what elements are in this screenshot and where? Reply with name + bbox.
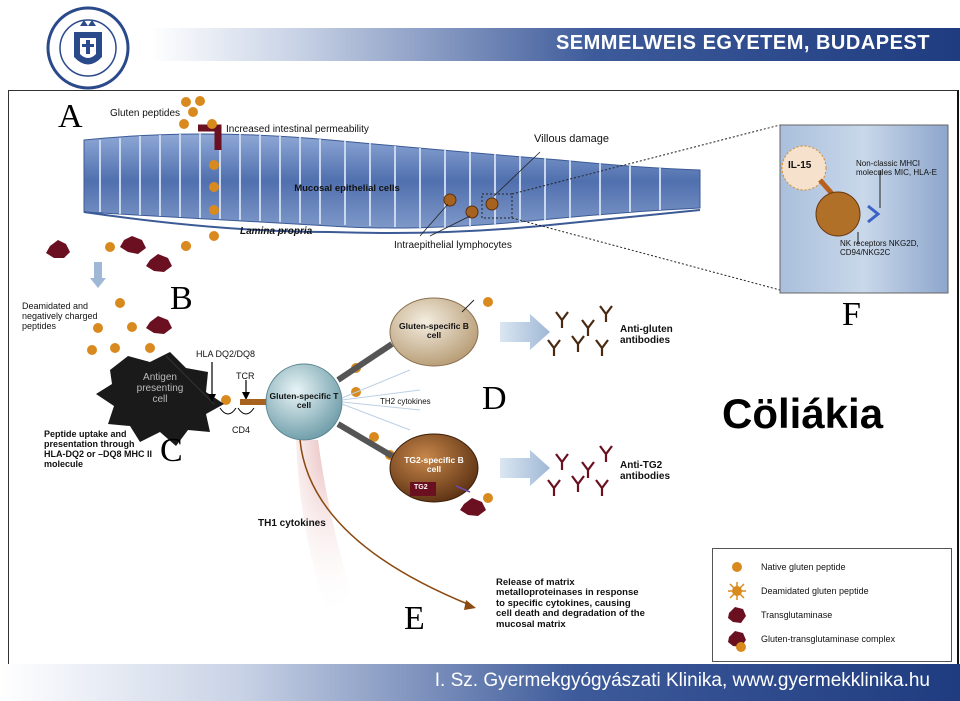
cd4-label: CD4	[232, 425, 251, 435]
il15-label: IL-15	[788, 160, 812, 171]
t-cell-label: Gluten-specific T cell	[269, 391, 339, 411]
anti-tg2-label: Anti-TG2 antibodies	[620, 460, 671, 482]
epithelium-layer	[83, 133, 701, 234]
gluten-b-cell	[389, 297, 479, 367]
deamidated-peptides	[87, 297, 493, 503]
footer-bar	[0, 664, 960, 701]
anti-tg2-antibodies	[547, 445, 613, 496]
footer-text: I. Sz. Gyermekgyógyászati Klinika, www.g…	[434, 670, 930, 691]
transglutaminase-icon	[728, 607, 746, 623]
th1-label: TH1 cytokines	[258, 518, 326, 529]
panel-label-a: A	[58, 98, 83, 135]
increased-permeability-label: Increased intestinal permeability	[226, 124, 369, 135]
native-gluten-peptides	[179, 96, 219, 251]
panel-label-d: D	[482, 380, 507, 417]
legend-item-native: Native gluten peptide	[761, 562, 846, 572]
gluten-b-cell-label: Gluten-specific B cell	[399, 321, 469, 341]
panel-label-e: E	[404, 600, 425, 637]
apc-label: Antigen presenting cell	[136, 372, 184, 405]
peptide-uptake-label: Peptide uptake and presentation through …	[44, 429, 153, 469]
mucosal-epithelial-label: Mucosal epithelial cells	[294, 183, 400, 194]
deamidated-label: Deamidated and negatively charged peptid…	[22, 301, 98, 331]
anti-gluten-label: Anti-gluten antibodies	[620, 324, 673, 346]
panel-label-c: C	[160, 432, 183, 469]
legend: Native gluten peptide Deamidated gluten …	[712, 548, 952, 662]
legend-item-complex: Gluten-transglutaminase complex	[761, 634, 896, 644]
release-label: Release of matrix metalloproteinases in …	[496, 577, 645, 630]
antigen-presenting-cell	[96, 352, 224, 446]
non-classic-mhc-label: Non-classic MHCI molecules MIC, HLA-E	[856, 159, 937, 177]
header-bar	[150, 28, 960, 61]
tcr-label: TCR	[236, 371, 255, 381]
th1-arrow	[299, 439, 471, 606]
anti-gluten-antibodies	[547, 305, 613, 356]
hla-label: HLA DQ2/DQ8	[196, 349, 256, 359]
gluten-peptides-label: Gluten peptides	[110, 108, 181, 119]
permeability-arrow	[198, 124, 222, 150]
th2-label: TH2 cytokines	[380, 397, 431, 406]
villous-damage-label: Villous damage	[534, 133, 610, 145]
transglutaminase-molecules	[46, 236, 486, 516]
legend-item-tg: Transglutaminase	[761, 610, 833, 620]
lamina-propria-label: Lamina propria	[240, 226, 313, 237]
native-gluten-dot-icon	[732, 562, 742, 572]
intraepithelial-label: Intraepithelial lymphocytes	[394, 240, 512, 251]
tg2-b-cell-label: TG2-specific B cell	[404, 455, 464, 475]
nk-receptors-label: NK receptors NKG2D, CD94/NKG2C	[840, 239, 919, 257]
deamidated-star-icon	[728, 582, 746, 600]
gluten-tg-complex-icon	[728, 631, 746, 652]
panel-label-f: F	[842, 296, 861, 333]
legend-item-deamidated: Deamidated gluten peptide	[761, 586, 869, 596]
tg2-label: TG2	[414, 484, 428, 491]
panel-label-b: B	[170, 280, 193, 317]
intraepithelial-lymphocytes	[443, 193, 499, 219]
header-title: SEMMELWEIS EGYETEM, BUDAPEST	[555, 32, 930, 54]
slide-title: Cöliákia	[722, 390, 884, 437]
university-seal-logo	[22, 6, 130, 90]
